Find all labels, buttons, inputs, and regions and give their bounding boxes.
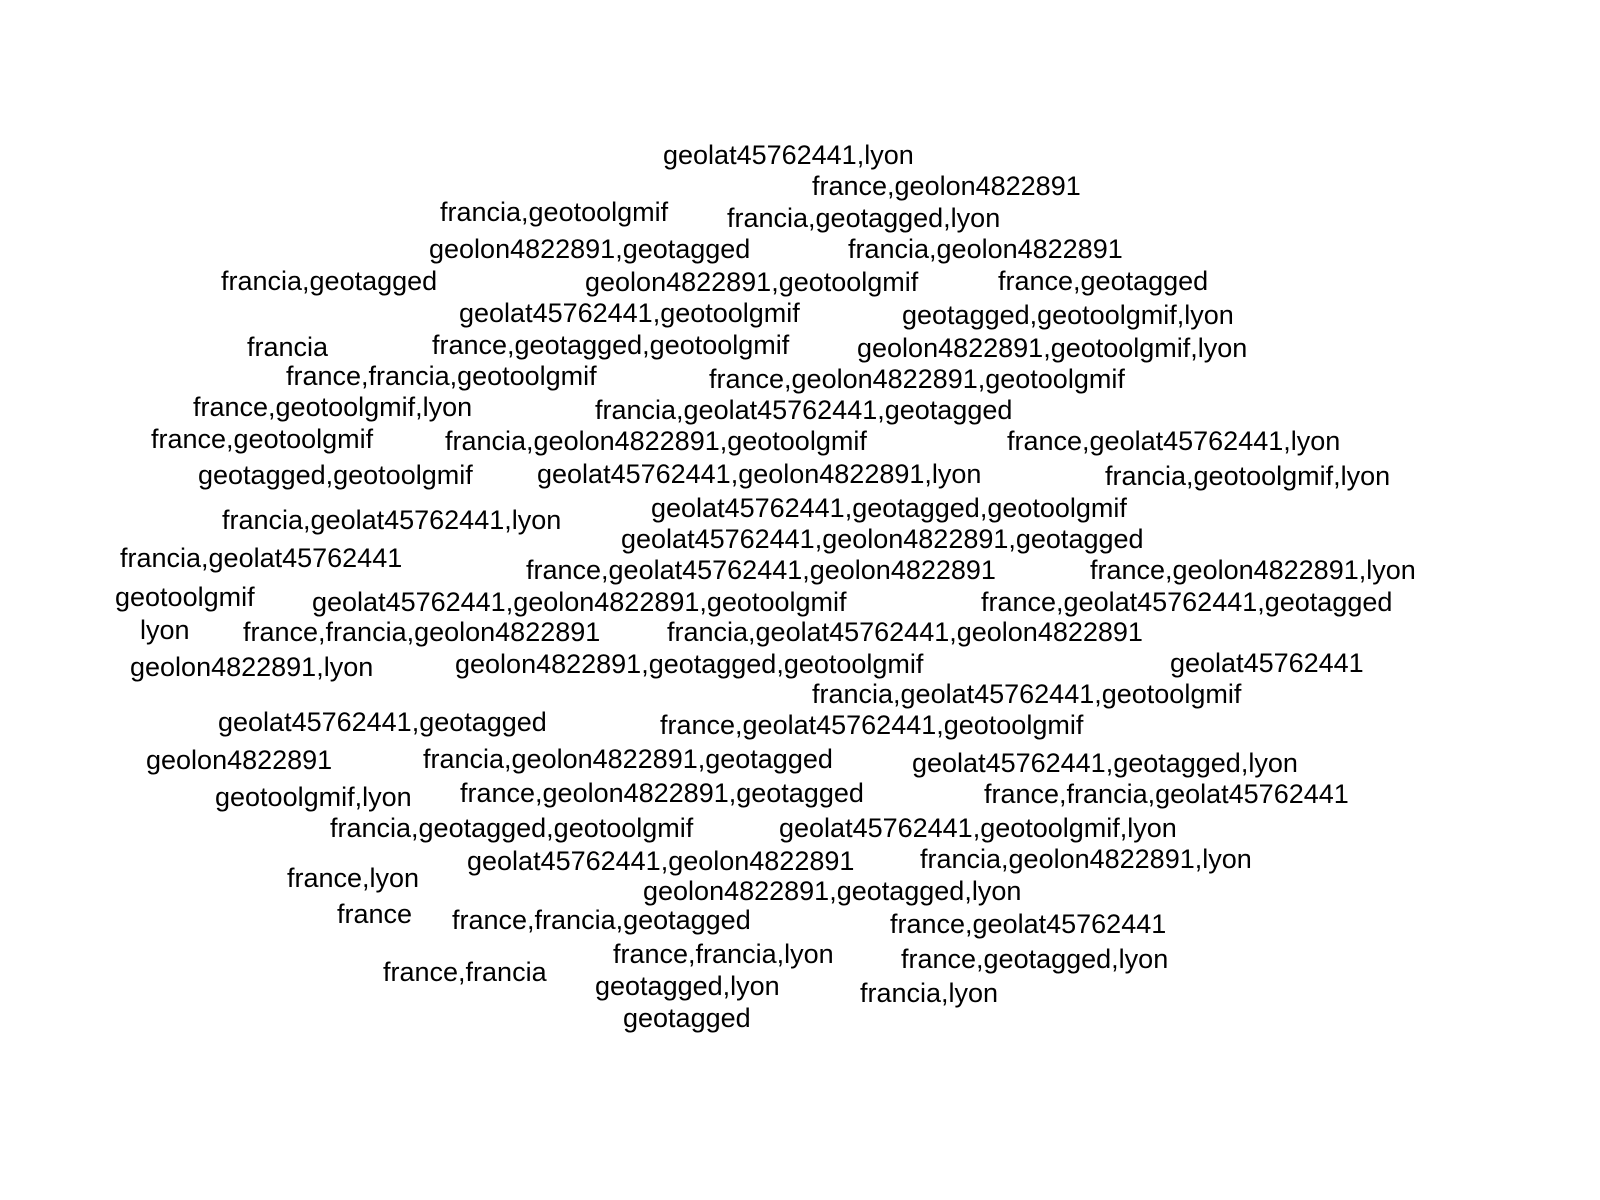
- word-cloud-term: france,geolat45762441: [890, 909, 1167, 939]
- word-cloud-term: france,geolon4822891,geotoolgmif: [709, 364, 1125, 394]
- word-cloud-term: france,francia,geolat45762441: [984, 779, 1349, 809]
- word-cloud-term: france,geolat45762441,geotagged: [981, 587, 1393, 617]
- word-cloud-term: france,geolon4822891,geotagged: [460, 778, 864, 808]
- word-cloud-term: francia,geolat45762441,geolon4822891: [667, 617, 1143, 647]
- word-cloud-term: france,geolon4822891: [812, 171, 1081, 201]
- word-cloud-term: francia,geotoolgmif,lyon: [1105, 461, 1391, 491]
- word-cloud-term: francia,lyon: [860, 978, 999, 1008]
- word-cloud-term: france,geotagged,geotoolgmif: [432, 330, 790, 360]
- word-cloud-term: geotagged: [623, 1003, 751, 1033]
- word-cloud-term: geolat45762441,geotagged,lyon: [912, 748, 1298, 778]
- word-cloud-term: france,lyon: [287, 863, 420, 893]
- word-cloud-term: geotoolgmif,lyon: [215, 782, 412, 812]
- word-cloud-term: francia,geotoolgmif: [440, 197, 669, 227]
- word-cloud-term: geolon4822891,geotagged,lyon: [643, 876, 1022, 906]
- word-cloud-term: geolat45762441: [1170, 648, 1364, 678]
- word-cloud-term: geotagged,geotoolgmif: [198, 460, 473, 490]
- word-cloud-term: geolat45762441,lyon: [663, 140, 914, 170]
- word-cloud-term: geolat45762441,geolon4822891,lyon: [537, 459, 982, 489]
- word-cloud-term: francia,geolat45762441,geotoolgmif: [812, 679, 1242, 709]
- word-cloud-term: france,francia,geotoolgmif: [286, 361, 597, 391]
- word-cloud-term: france,geotoolgmif: [151, 424, 374, 454]
- word-cloud-term: geolon4822891,geotagged: [429, 234, 751, 264]
- word-cloud-term: geolat45762441,geotagged,geotoolgmif: [651, 493, 1127, 523]
- word-cloud-term: france,geolon4822891,lyon: [1090, 555, 1416, 585]
- word-cloud-term: geolon4822891,geotoolgmif: [585, 267, 919, 297]
- word-cloud-term: francia,geotagged,geotoolgmif: [330, 813, 694, 843]
- word-cloud-term: geolat45762441,geotoolgmif,lyon: [779, 813, 1177, 843]
- word-cloud-term: geolat45762441,geolon4822891,geotoolgmif: [312, 587, 847, 617]
- word-cloud-term: geolon4822891: [146, 745, 333, 775]
- word-cloud-term: france,geolat45762441,geolon4822891: [526, 555, 996, 585]
- word-cloud-term: francia,geolat45762441,geotagged: [595, 395, 1013, 425]
- word-cloud-term: francia,geolon4822891,geotoolgmif: [445, 426, 867, 456]
- word-cloud-term: francia,geolat45762441: [120, 543, 403, 573]
- word-cloud-term: geolon4822891,geotoolgmif,lyon: [857, 333, 1248, 363]
- word-cloud-term: geolon4822891,geotagged,geotoolgmif: [455, 649, 924, 679]
- word-cloud-term: france,francia,lyon: [613, 939, 834, 969]
- word-cloud-term: francia,geotagged,lyon: [727, 203, 1001, 233]
- word-cloud-term: francia,geolat45762441,lyon: [222, 505, 562, 535]
- word-cloud-term: geolon4822891,lyon: [130, 652, 374, 682]
- word-cloud-term: france,geotagged: [998, 266, 1209, 296]
- word-cloud-term: francia,geolon4822891,geotagged: [423, 744, 833, 774]
- word-cloud-term: geotagged,geotoolgmif,lyon: [902, 300, 1234, 330]
- word-cloud-term: geotagged,lyon: [595, 971, 780, 1001]
- word-cloud-term: francia,geotagged: [221, 266, 438, 296]
- word-cloud-term: france,francia: [383, 957, 547, 987]
- word-cloud-term: francia,geolon4822891,lyon: [920, 844, 1252, 874]
- word-cloud-term: geolat45762441,geolon4822891,geotagged: [621, 524, 1144, 554]
- word-cloud-term: france,francia,geotagged: [452, 905, 751, 935]
- word-cloud-term: francia: [247, 332, 329, 362]
- word-cloud-term: france,geotagged,lyon: [901, 944, 1169, 974]
- word-cloud-term: france: [337, 899, 413, 929]
- word-cloud-term: geolat45762441,geotagged: [218, 707, 547, 737]
- word-cloud-term: france,geotoolgmif,lyon: [193, 392, 473, 422]
- word-cloud-term: france,geolat45762441,geotoolgmif: [660, 710, 1084, 740]
- word-cloud-term: lyon: [140, 615, 190, 645]
- word-cloud-term: geolat45762441,geotoolgmif: [459, 298, 800, 328]
- word-cloud-term: geotoolgmif: [115, 582, 255, 612]
- word-cloud-term: francia,geolon4822891: [848, 234, 1123, 264]
- word-cloud-term: geolat45762441,geolon4822891: [467, 846, 855, 876]
- word-cloud-term: france,geolat45762441,lyon: [1007, 426, 1341, 456]
- word-cloud-term: france,francia,geolon4822891: [243, 617, 601, 647]
